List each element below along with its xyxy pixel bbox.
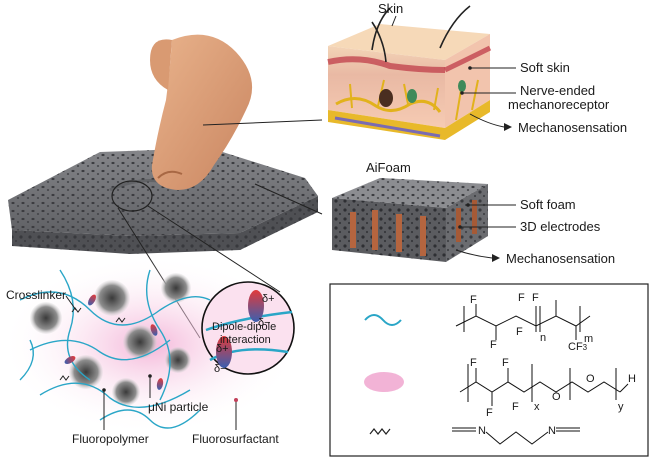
zoom-circle [111, 180, 153, 212]
legend-box [329, 283, 649, 457]
legend-crosslinker-swatch [369, 428, 391, 435]
mechanoreceptor-label-line1: Nerve-ended [520, 83, 596, 98]
foam-sheet [8, 148, 318, 254]
surf-f2: F [502, 357, 509, 369]
finger-illustration [150, 34, 253, 191]
fluoropolymer-label: Fluoropolymer [72, 432, 149, 446]
surf-f3: F [486, 407, 493, 419]
fluorosurfactant-label: Fluorosurfactant [192, 432, 279, 446]
dipole-top [248, 290, 264, 322]
dipole-zoom-circle [201, 281, 295, 375]
soft-foam-label: Soft foam [520, 197, 576, 212]
delta-plus-top: δ+ [262, 293, 275, 305]
delta-plus-bottom: δ+ [216, 343, 229, 355]
cross-n1: N [478, 425, 486, 437]
surf-o1: O [552, 391, 561, 403]
mechanosensation-top-arrow [469, 113, 505, 128]
surf-y: y [618, 401, 624, 413]
aifoam-block [332, 178, 488, 262]
mechanosensation-top-label: Mechanosensation [518, 120, 628, 135]
polymer-f2: F [532, 292, 539, 304]
polymer-m: m [584, 333, 594, 345]
polymer-structure [455, 300, 591, 340]
polymer-cf3: CF3 [568, 341, 588, 353]
skin-pointer [391, 15, 397, 27]
mechanoreceptor-label-line2: mechanoreceptor [508, 97, 610, 112]
cross-n2: N [548, 425, 556, 437]
crosslinker-pointer [65, 295, 77, 311]
crosslinker-label: Crosslinker [6, 288, 67, 302]
surf-h: H [628, 373, 636, 385]
aifoam-label: AiFoam [366, 160, 411, 175]
mechanosensation-bottom-arrow [455, 249, 493, 259]
polymer-f4: F [490, 339, 497, 351]
dipole-bottom [216, 336, 232, 368]
surf-f1: F [470, 357, 477, 369]
zoom-line-right [147, 205, 281, 293]
connector-skin [202, 119, 323, 126]
legend-fiber-swatch [364, 314, 402, 326]
crosslinker-structure [452, 427, 580, 445]
polymer-n: n [540, 332, 547, 344]
polymer-f5: F [516, 326, 523, 338]
delta-minus-bottom: δ− [214, 363, 227, 375]
polymer-f3: F [470, 294, 477, 306]
dipole-label-line1: Dipole-dipole [212, 321, 277, 333]
ni-particle-label: μNi particle [148, 400, 209, 414]
dipole-label-line2: interaction [220, 334, 271, 346]
surfactant-structure [459, 364, 629, 406]
legend-surfactant-swatch [364, 372, 404, 392]
soft-skin-label: Soft skin [520, 60, 570, 75]
surf-x: x [534, 401, 540, 413]
electrodes-label: 3D electrodes [520, 219, 601, 234]
delta-minus-top: δ− [258, 317, 271, 329]
surf-o2: O [586, 373, 595, 385]
skin-block [327, 5, 492, 140]
surf-f4: F [512, 401, 519, 413]
connector-aifoam [254, 183, 323, 215]
skin-label: Skin [378, 1, 404, 16]
mechanosensation-bottom-label: Mechanosensation [506, 251, 616, 266]
polymer-f1: F [518, 292, 525, 304]
